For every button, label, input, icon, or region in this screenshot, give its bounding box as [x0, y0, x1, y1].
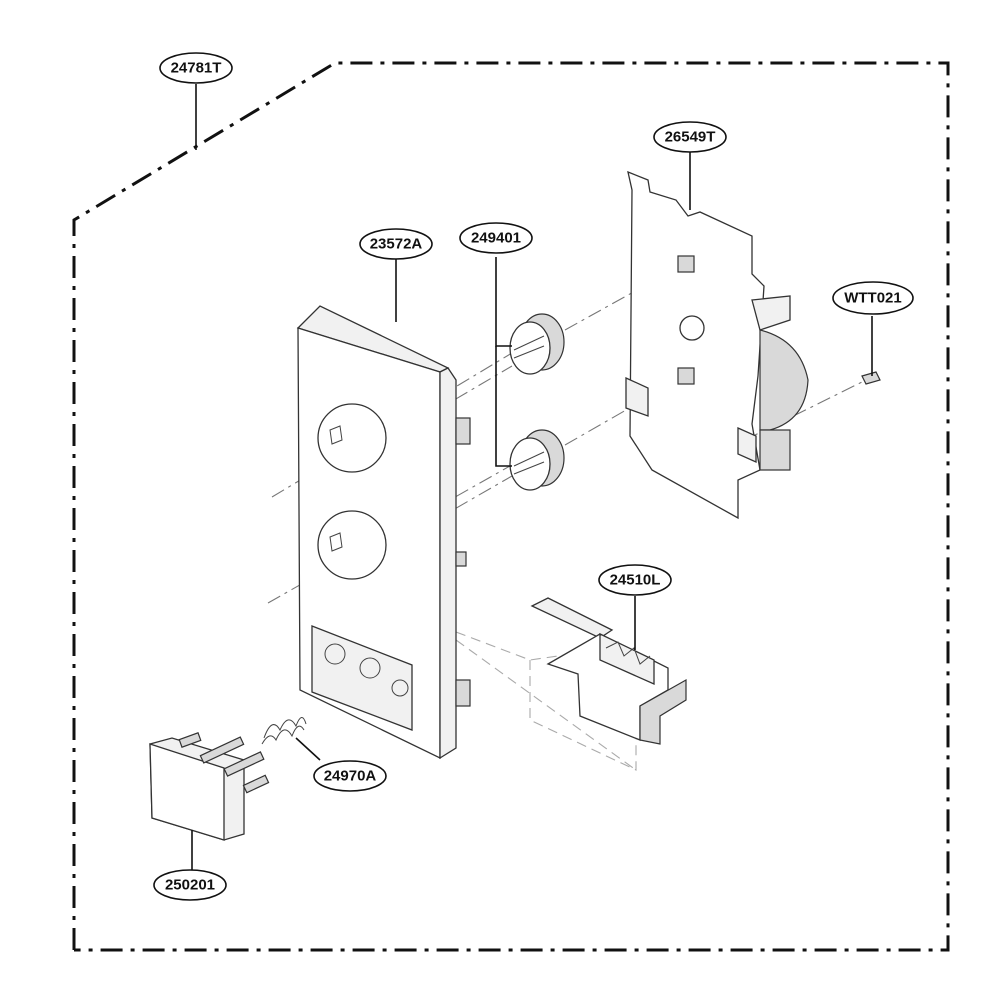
leader-lines — [191, 84, 873, 872]
callout-24970A-label: 24970A — [324, 768, 377, 785]
callout-23572A: 23572A — [359, 228, 433, 260]
callout-24510L: 24510L — [598, 564, 672, 596]
knob-upper-part — [509, 313, 565, 375]
latch-lever-part — [530, 597, 687, 745]
callout-24510L-label: 24510L — [610, 572, 661, 589]
control-panel-part — [296, 305, 471, 760]
timer-bracket-part — [625, 170, 809, 520]
callout-249401-label: 249401 — [471, 230, 521, 247]
callout-26549T-label: 26549T — [665, 129, 716, 146]
assembly-boundary — [72, 61, 950, 952]
knob-lower-part — [509, 429, 565, 491]
callout-26549T: 26549T — [653, 121, 727, 153]
callout-23572A-label: 23572A — [370, 236, 423, 253]
door-button-part — [149, 732, 270, 841]
callout-24781T: 24781T — [159, 52, 233, 84]
callout-WTT021: WTT021 — [832, 281, 914, 315]
callout-24781T-label: 24781T — [171, 60, 222, 77]
callout-249401: 249401 — [459, 222, 533, 254]
spring-part — [261, 717, 307, 745]
callout-250201-label: 250201 — [165, 877, 215, 894]
screw-part — [861, 371, 881, 385]
callout-250201: 250201 — [153, 869, 227, 901]
callout-WTT021-label: WTT021 — [844, 290, 902, 307]
callout-24970A: 24970A — [313, 760, 387, 792]
